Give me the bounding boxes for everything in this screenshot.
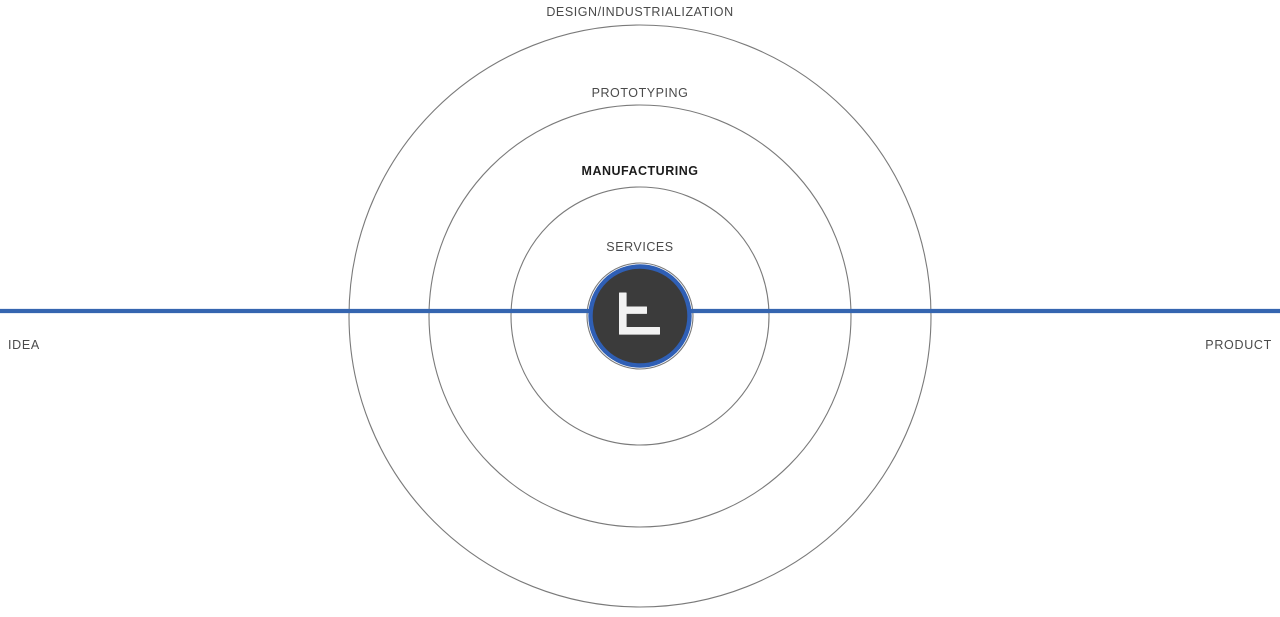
- axis-start-label-idea: IDEA: [8, 338, 40, 352]
- logo-graphic: [588, 264, 692, 368]
- ring-circle-design-industrialization: [348, 24, 932, 608]
- ring-circle-prototyping: [428, 104, 852, 528]
- ring-label-design-industrialization: DESIGN/INDUSTRIALIZATION: [546, 5, 734, 19]
- logo-letter-t-icon: [619, 292, 660, 335]
- ring-label-services: SERVICES: [606, 240, 674, 254]
- ring-label-manufacturing: MANUFACTURING: [581, 164, 699, 178]
- ring-circle-manufacturing: [510, 186, 770, 446]
- company-logo: [588, 264, 692, 368]
- ring-label-prototyping: PROTOTYPING: [591, 86, 689, 100]
- axis-end-label-product: PRODUCT: [1205, 338, 1272, 352]
- ring-circle-services: [586, 262, 694, 370]
- logo-outer-ring: [588, 264, 692, 368]
